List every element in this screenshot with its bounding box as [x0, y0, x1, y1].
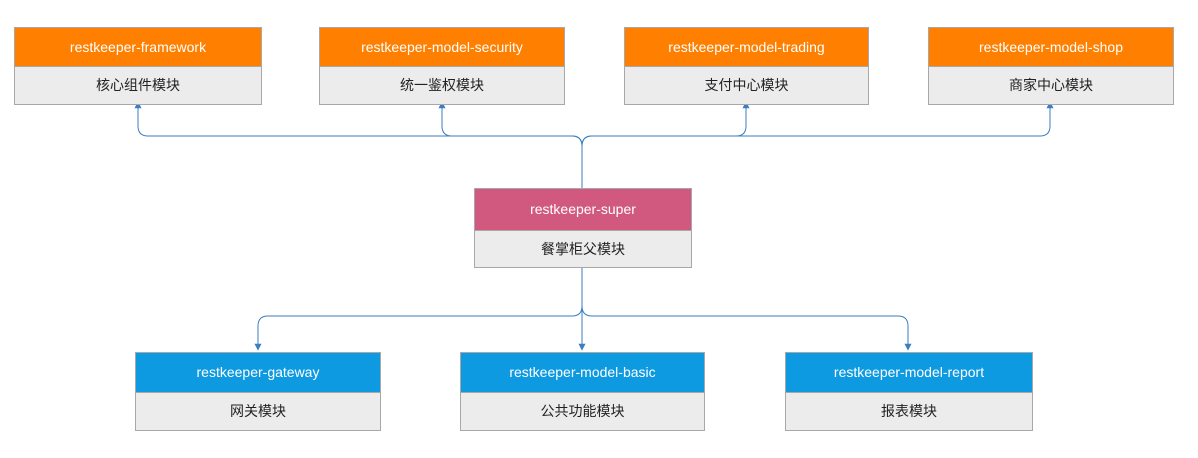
module-basic[interactable]: restkeeper-model-basic 公共功能模块 [460, 352, 705, 431]
module-framework-name: restkeeper-framework [15, 28, 261, 66]
module-basic-desc: 公共功能模块 [461, 392, 704, 430]
edge-to-security [438, 101, 583, 188]
module-report[interactable]: restkeeper-model-report 报表模块 [785, 352, 1033, 431]
edge-to-report [581, 265, 912, 351]
module-framework-desc: 核心组件模块 [15, 66, 261, 104]
module-super-name: restkeeper-super [475, 189, 691, 230]
edge-to-framework [134, 101, 583, 188]
module-shop-desc: 商家中心模块 [929, 66, 1173, 104]
module-super[interactable]: restkeeper-super 餐掌柜父模块 [474, 188, 692, 268]
module-framework[interactable]: restkeeper-framework 核心组件模块 [14, 27, 262, 105]
edge-to-trading [581, 101, 750, 188]
module-trading-name: restkeeper-model-trading [625, 28, 868, 66]
module-security-name: restkeeper-model-security [320, 28, 564, 66]
module-super-desc: 餐掌柜父模块 [475, 230, 691, 267]
module-report-name: restkeeper-model-report [786, 353, 1032, 392]
edge-to-shop [581, 101, 1054, 188]
module-gateway[interactable]: restkeeper-gateway 网关模块 [135, 352, 381, 431]
module-shop[interactable]: restkeeper-model-shop 商家中心模块 [928, 27, 1174, 105]
edge-to-gateway [254, 265, 583, 351]
module-shop-name: restkeeper-model-shop [929, 28, 1173, 66]
module-security[interactable]: restkeeper-model-security 统一鉴权模块 [319, 27, 565, 105]
module-basic-name: restkeeper-model-basic [461, 353, 704, 392]
module-trading-desc: 支付中心模块 [625, 66, 868, 104]
module-trading[interactable]: restkeeper-model-trading 支付中心模块 [624, 27, 869, 105]
module-gateway-desc: 网关模块 [136, 392, 380, 430]
module-security-desc: 统一鉴权模块 [320, 66, 564, 104]
module-gateway-name: restkeeper-gateway [136, 353, 380, 392]
module-report-desc: 报表模块 [786, 392, 1032, 430]
